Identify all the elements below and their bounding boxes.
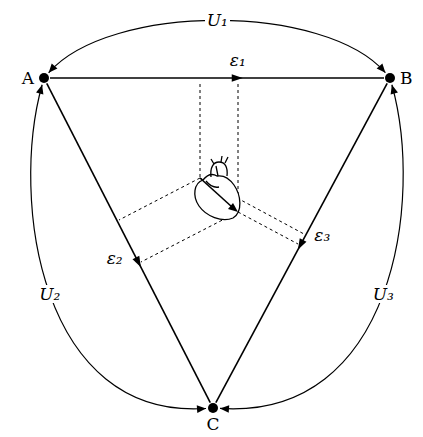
lead-axis — [47, 83, 211, 402]
electrode-label: B — [400, 69, 413, 88]
label-holder: C — [207, 415, 220, 434]
potential-label: U₃ — [371, 285, 396, 304]
label-holder: U₁ — [205, 11, 230, 30]
label-holder: B — [400, 69, 413, 88]
voltage-arc — [31, 85, 206, 413]
arrow-head — [197, 405, 206, 413]
arrow-head — [49, 63, 58, 72]
label-holder: ε₂ — [105, 249, 125, 268]
label-holder: ε₃ — [312, 226, 332, 245]
projection-lines — [119, 84, 304, 262]
potential-label: ε₂ — [105, 249, 125, 268]
arrow-head — [36, 85, 43, 95]
voltage-arc — [220, 85, 403, 413]
lead-axis — [216, 83, 387, 402]
arrow-head — [377, 63, 386, 72]
electrode-label: A — [22, 69, 34, 88]
electrode-point: B — [385, 73, 395, 83]
potential-label: ε₁ — [228, 51, 248, 70]
arrow-head — [220, 405, 229, 413]
arrow-head — [391, 85, 398, 95]
label-holder: A — [22, 69, 34, 88]
arrow-head — [298, 238, 307, 249]
label-holder: U₂ — [37, 285, 62, 304]
heart-vector — [200, 178, 238, 212]
arrow-head — [133, 256, 141, 268]
electrode-point: C — [208, 403, 218, 413]
arrow-head — [232, 74, 243, 82]
electrode-point: A — [39, 73, 49, 83]
potential-label: U₁ — [205, 11, 230, 30]
label-holder: ε₁ — [228, 51, 248, 70]
potential-label: U₂ — [37, 285, 62, 304]
heart-outline — [195, 156, 240, 220]
label-holder: U₃ — [371, 285, 396, 304]
lead-axis — [50, 74, 384, 82]
electrode-label: C — [207, 415, 220, 434]
potential-label: ε₃ — [312, 226, 332, 245]
